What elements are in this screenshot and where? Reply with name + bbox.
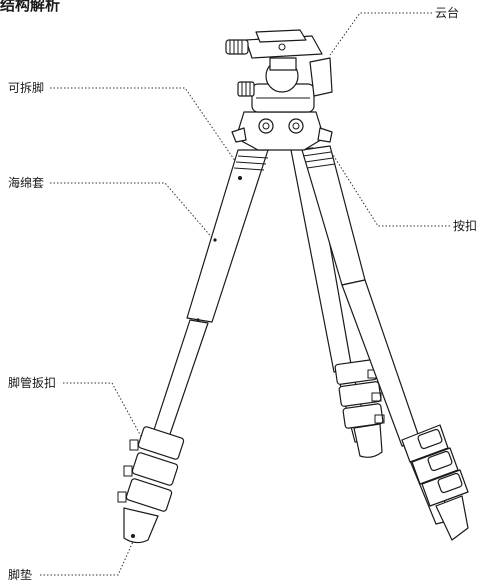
leader-lines <box>40 12 450 576</box>
label-pan-head: 云台 <box>435 6 460 20</box>
back-leg <box>290 147 385 458</box>
label-foot-pad: 脚垫 <box>8 568 33 582</box>
leader-foot-pad <box>40 534 137 576</box>
quick-release-plate <box>225 29 323 59</box>
tripod-hub <box>231 111 333 151</box>
leader-foam-cover <box>50 182 215 241</box>
leader-pan-head <box>329 12 432 56</box>
leader-leg-lock <box>63 382 144 441</box>
right-leg <box>301 145 469 541</box>
leader-detachable-leg <box>50 87 241 169</box>
label-foam-cover: 海绵套 <box>8 176 45 190</box>
label-detachable-leg: 可拆脚 <box>8 81 45 95</box>
ball-head <box>237 57 333 113</box>
label-press-button: 按扣 <box>453 219 478 233</box>
left-leg <box>117 149 269 544</box>
diagram-title: 结构解析 <box>0 0 61 14</box>
label-leg-lock: 脚管扳扣 <box>8 376 57 390</box>
